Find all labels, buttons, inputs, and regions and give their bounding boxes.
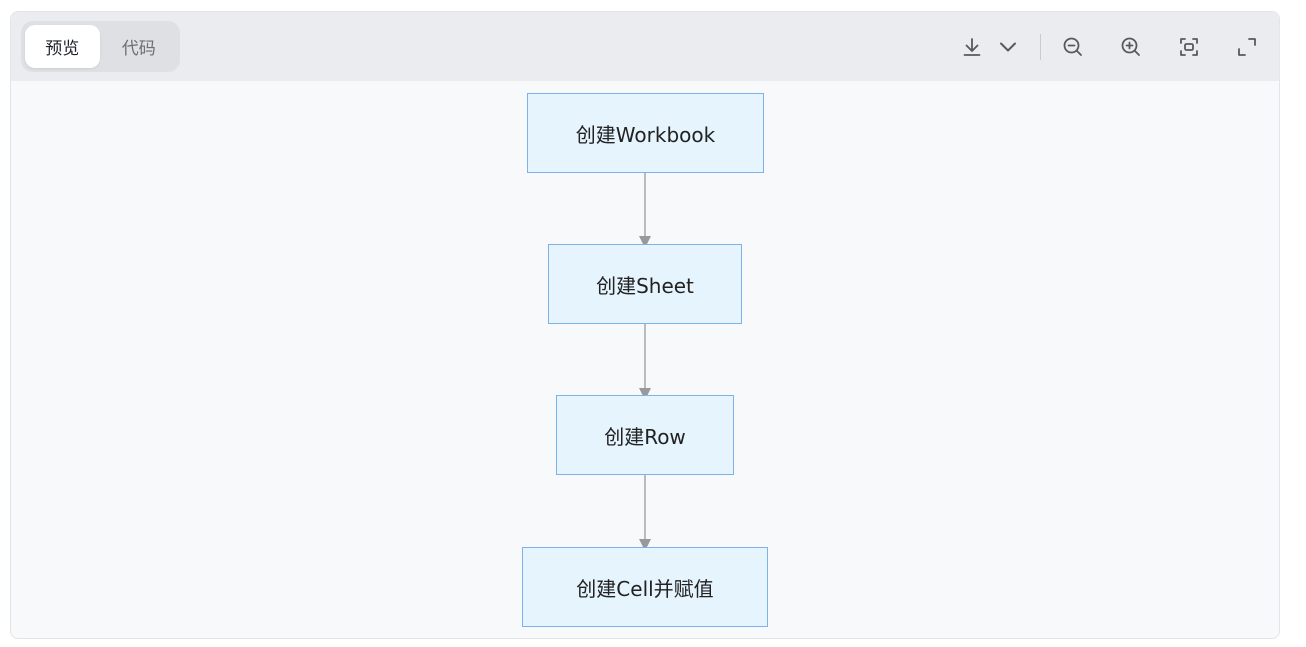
fit-view-button[interactable] (1171, 29, 1207, 65)
node-create-sheet[interactable]: 创建Sheet (548, 244, 742, 324)
tab-code[interactable]: 代码 (121, 39, 156, 59)
node-create-workbook[interactable]: 创建Workbook (527, 93, 764, 173)
zoom-out-icon (1063, 37, 1082, 56)
fit-screen-icon (1180, 38, 1198, 56)
download-button[interactable] (954, 29, 990, 65)
fullscreen-button[interactable] (1229, 29, 1265, 65)
toolbar-divider (1040, 34, 1041, 60)
preview-toolbar: 预览 代码 (11, 12, 1279, 81)
fullscreen-icon (1238, 38, 1256, 56)
zoom-in-button[interactable] (1113, 29, 1149, 65)
zoom-out-button[interactable] (1055, 29, 1091, 65)
view-mode-switch: 预览 代码 (21, 21, 180, 72)
chevron-down-icon (1000, 42, 1016, 52)
tab-preview[interactable]: 预览 (25, 25, 100, 68)
download-options-button[interactable] (990, 29, 1026, 65)
diagram-edges (639, 172, 651, 551)
node-create-cell[interactable]: 创建Cell并赋值 (522, 547, 768, 627)
toolbar-actions (954, 29, 1265, 65)
zoom-in-icon (1121, 37, 1140, 56)
download-icon (963, 38, 981, 56)
mermaid-preview-panel: 预览 代码 (10, 11, 1280, 639)
node-create-row[interactable]: 创建Row (556, 395, 734, 475)
diagram-canvas[interactable]: 创建Workbook 创建Sheet 创建Row 创建Cell并赋值 (11, 81, 1279, 638)
